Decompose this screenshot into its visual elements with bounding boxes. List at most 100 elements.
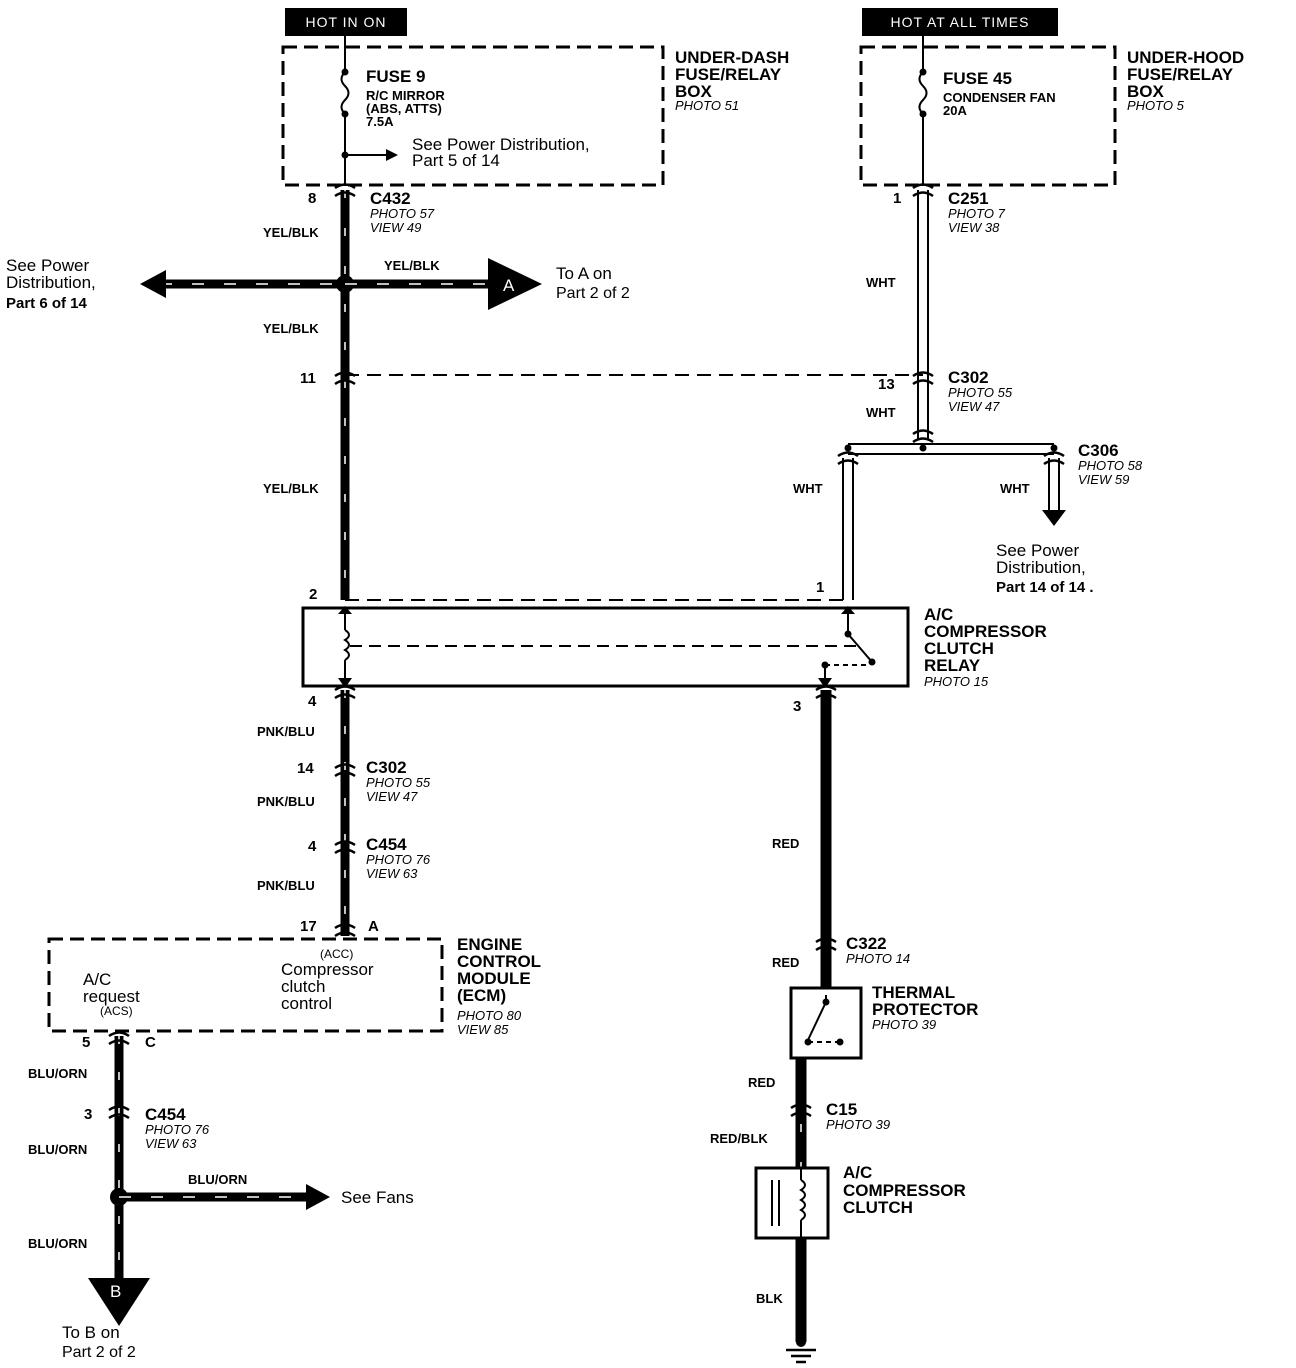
fuse-9-desc-1: R/C MIRROR	[366, 88, 445, 103]
c302-low-photo: PHOTO 55	[366, 775, 431, 790]
see-pd-part5-2: Part 5 of 14	[412, 151, 500, 170]
thermal-title-2: PROTECTOR	[872, 1000, 978, 1019]
c251-view: VIEW 38	[948, 220, 1000, 235]
wire-label-red-1: RED	[772, 836, 799, 851]
c15-photo: PHOTO 39	[826, 1117, 890, 1132]
underdash-fuse-box	[281, 45, 665, 187]
relay-pin-4: 4	[308, 693, 317, 710]
c454-top-name: C454	[366, 835, 407, 854]
c432-name: C432	[370, 189, 411, 208]
bluorn-branch-fans	[119, 1184, 330, 1210]
ecm-title-3: MODULE	[457, 969, 531, 988]
hot-at-all-times-tag: HOT AT ALL TIMES	[862, 8, 1058, 36]
wire-label-pnkblu-3: PNK/BLU	[257, 878, 315, 893]
wire-label-bluorn-1: BLU/ORN	[28, 1066, 87, 1081]
right-pd-ref-1: See Power	[996, 541, 1079, 560]
wire-label-wht-2: WHT	[866, 405, 896, 420]
relay-pin-3: 3	[793, 698, 801, 715]
left-pd-ref-3: Part 6 of 14	[6, 295, 88, 312]
wire-label-yelblk-4: YEL/BLK	[263, 481, 319, 496]
ecm-title-4: (ECM)	[457, 986, 506, 1005]
ecm-acc-code: (ACC)	[320, 947, 353, 961]
wire-label-yelblk-2: YEL/BLK	[384, 258, 440, 273]
c322-photo: PHOTO 14	[846, 951, 910, 966]
svg-text:HOT AT ALL TIMES: HOT AT ALL TIMES	[891, 14, 1030, 30]
wire-label-bluorn-2: BLU/ORN	[28, 1142, 87, 1157]
ecm-pin-c: C	[145, 1034, 156, 1051]
c454-low-pin: 3	[84, 1106, 92, 1123]
clutch-title-1: A/C	[843, 1163, 872, 1182]
underhood-title-2: FUSE/RELAY	[1127, 65, 1234, 84]
ecm-acs-desc-1: A/C	[83, 970, 111, 989]
wire-label-red-2: RED	[772, 955, 799, 970]
wire-label-wht-4: WHT	[1000, 481, 1030, 496]
fuse-9-desc-2: (ABS, ATTS)	[366, 101, 442, 116]
c302-top-name: C302	[948, 368, 989, 387]
c432-photo: PHOTO 57	[370, 206, 435, 221]
ecm-acc-desc-1: Compressor	[281, 960, 374, 979]
ecm-photo: PHOTO 80	[457, 1008, 522, 1023]
fuse-45-symbol	[918, 36, 928, 186]
wire-label-yelblk-3: YEL/BLK	[263, 321, 319, 336]
underhood-title-1: UNDER-HOOD	[1127, 48, 1244, 67]
c454-top-pin: 4	[308, 838, 317, 855]
yelblk-branch-left	[140, 270, 345, 298]
ecm-acc-desc-3: control	[281, 994, 332, 1013]
wire-label-redblk: RED/BLK	[710, 1131, 768, 1146]
left-pd-ref-1: See Power	[6, 256, 89, 275]
c306-view: VIEW 59	[1078, 472, 1129, 487]
to-a-arrow	[488, 258, 542, 310]
underhood-photo: PHOTO 5	[1127, 98, 1185, 113]
wht-horizontal	[844, 443, 1058, 455]
hot-in-on-tag: HOT IN ON	[285, 8, 407, 36]
wire-label-wht-3: WHT	[793, 481, 823, 496]
wire-label-bluorn-4: BLU/ORN	[28, 1236, 87, 1251]
underdash-title-1: UNDER-DASH	[675, 48, 789, 67]
ecm-box	[47, 937, 444, 1033]
c454-top-view: VIEW 63	[366, 866, 418, 881]
to-b-ref-1: To B on	[62, 1323, 120, 1342]
thermal-photo: PHOTO 39	[872, 1017, 936, 1032]
c302-top-photo: PHOTO 55	[948, 385, 1013, 400]
ecm-pin-5: 5	[82, 1034, 90, 1051]
b-label: B	[110, 1282, 121, 1301]
relay-title-4: RELAY	[924, 656, 981, 675]
ecm-acc-desc-2: clutch	[281, 977, 325, 996]
underdash-title-2: FUSE/RELAY	[675, 65, 782, 84]
c302-left-pin: 11	[300, 370, 316, 387]
relay-switch	[818, 606, 876, 688]
to-b-arrow	[88, 1278, 150, 1326]
fuse-9-desc-3: 7.5A	[366, 114, 394, 129]
ground-symbol	[786, 1337, 816, 1364]
ecm-title-1: ENGINE	[457, 935, 522, 954]
fuse-9-label: FUSE 9	[366, 67, 426, 86]
thermal-title-1: THERMAL	[872, 983, 955, 1002]
relay-title-2: COMPRESSOR	[924, 622, 1047, 641]
c454-low-photo: PHOTO 76	[145, 1122, 210, 1137]
c432-pin: 8	[308, 190, 316, 207]
a-label: A	[503, 276, 515, 295]
relay-coil	[338, 606, 352, 688]
c302-right-pin: 13	[878, 376, 895, 393]
right-pd-ref-2: Distribution,	[996, 558, 1086, 577]
c432-view: VIEW 49	[370, 220, 421, 235]
ecm-title-2: CONTROL	[457, 952, 541, 971]
thermal-protector-symbol	[789, 986, 863, 1060]
ecm-acs-code: (ACS)	[100, 1004, 133, 1018]
c302-low-pin: 14	[297, 760, 314, 777]
c306-photo: PHOTO 58	[1078, 458, 1143, 473]
c454-low-view: VIEW 63	[145, 1136, 197, 1151]
ecm-pin-17: 17	[300, 918, 317, 935]
wire-label-yelblk-1: YEL/BLK	[263, 225, 319, 240]
wire-label-pnkblu-2: PNK/BLU	[257, 794, 315, 809]
to-a-ref-1: To A on	[556, 264, 612, 283]
see-fans-ref: See Fans	[341, 1188, 414, 1207]
relay-photo: PHOTO 15	[924, 674, 989, 689]
wht-junction-connector	[911, 429, 935, 444]
c454-low-name: C454	[145, 1105, 186, 1124]
wire-label-pnkblu-1: PNK/BLU	[257, 724, 315, 739]
wire-label-wht-1: WHT	[866, 275, 896, 290]
underhood-title-3: BOX	[1127, 82, 1165, 101]
wht-wire-main	[917, 190, 929, 440]
